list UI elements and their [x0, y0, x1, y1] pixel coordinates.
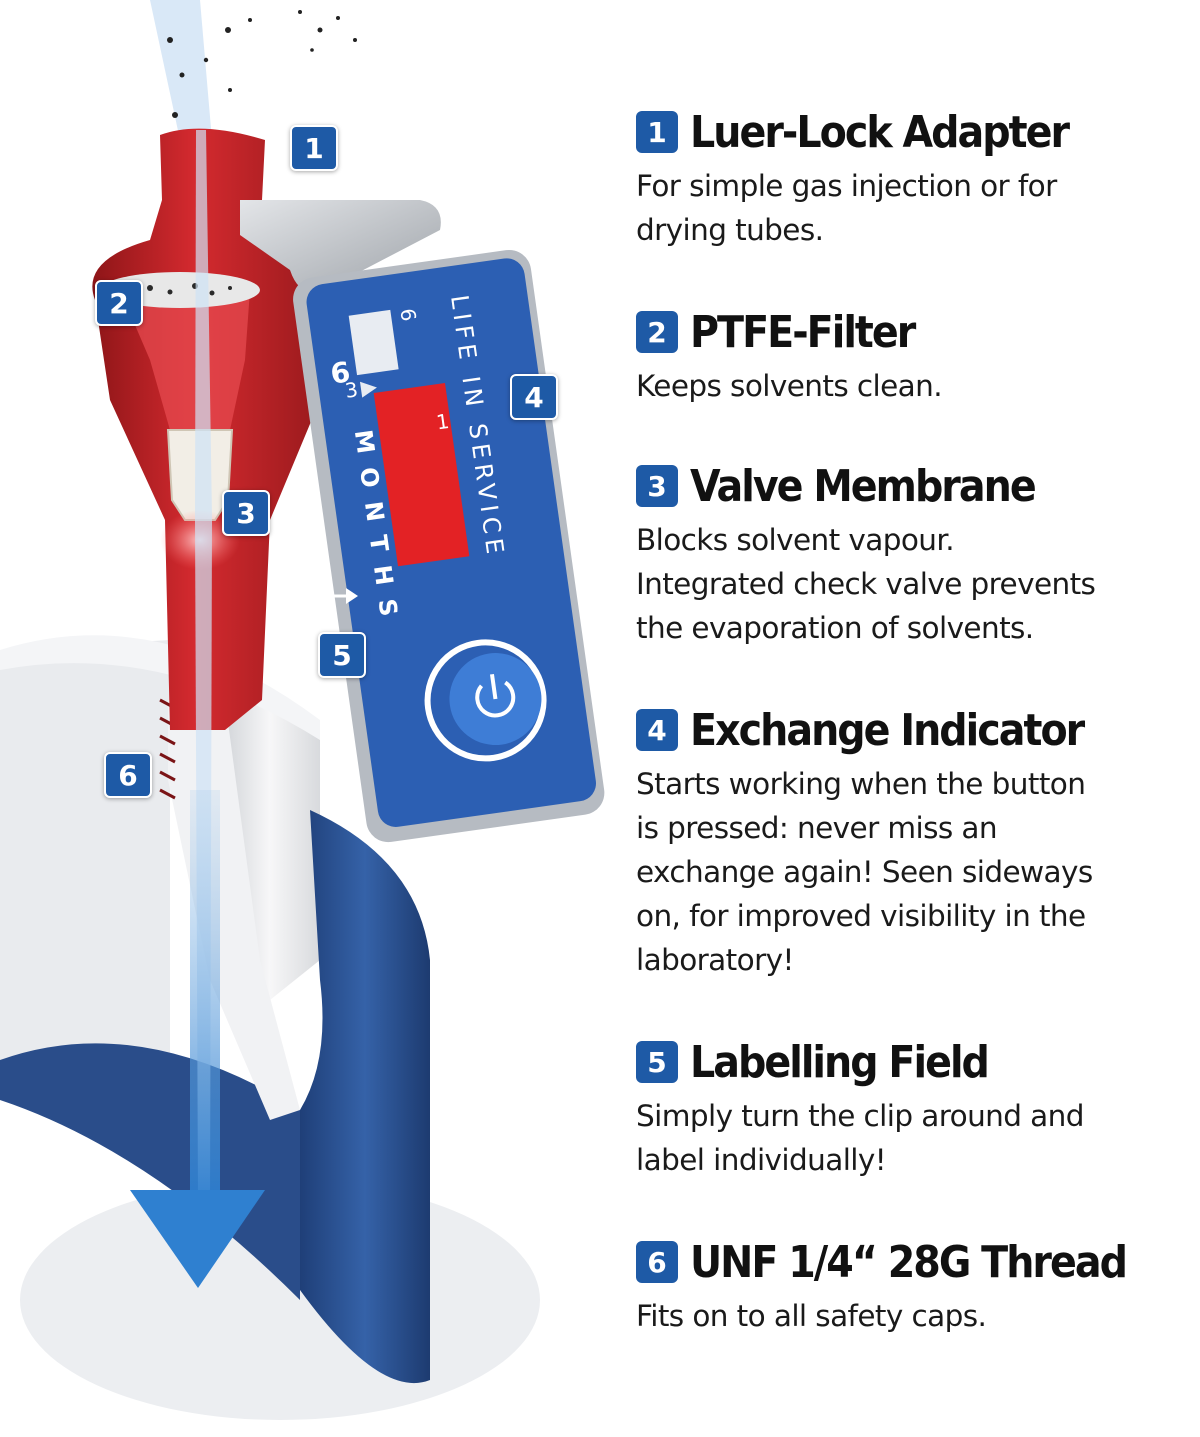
indicator-pointer	[359, 381, 377, 398]
number-badge: 4	[636, 709, 678, 751]
callout-5: 5	[318, 632, 366, 678]
indicator-scale-red	[373, 382, 470, 567]
feature-title: Labelling Field	[690, 1036, 990, 1088]
product-cutaway-illustration: 6 3 6 1 MONTHS LIFE IN SERVICE	[0, 0, 605, 1420]
indicator-scale-mid: 3	[343, 377, 359, 403]
feature-ptfe-filter: 2 PTFE-Filter Keeps solvents clean.	[636, 304, 1196, 408]
blue-cap-base	[0, 1043, 300, 1300]
feature-title: Luer-Lock Adapter	[690, 106, 1070, 158]
feature-description: Starts working when the button is presse…	[636, 767, 1093, 977]
turn-arrow-head	[346, 588, 358, 604]
feature-heading: 3 Valve Membrane	[636, 458, 1196, 514]
feature-heading: 1 Luer-Lock Adapter	[636, 104, 1196, 160]
cap-body-white	[0, 640, 170, 1100]
turn-arrow-icon	[312, 594, 350, 621]
feature-description: Keeps solvents clean.	[636, 369, 943, 403]
flow-arrow-head	[130, 1190, 265, 1288]
feature-labelling-field: 5 Labelling Field Simply turn the clip a…	[636, 1034, 1196, 1182]
number-badge: 1	[636, 111, 678, 153]
solvent-particles	[167, 10, 357, 118]
feature-description: For simple gas injection or for drying t…	[636, 169, 1057, 247]
feature-description: Blocks solvent vapour. Integrated check …	[636, 523, 1096, 645]
feature-heading: 6 UNF 1/4“ 28G Thread	[636, 1234, 1196, 1290]
red-filter-cavity	[120, 290, 250, 430]
number-badge: 6	[636, 1241, 678, 1283]
feature-description: Simply turn the clip around and label in…	[636, 1099, 1084, 1177]
feature-title: UNF 1/4“ 28G Thread	[690, 1236, 1128, 1288]
indicator-scale-low: 1	[435, 409, 451, 435]
callout-3: 3	[222, 490, 270, 536]
callout-2: 2	[95, 280, 143, 326]
callout-6: 6	[104, 752, 152, 798]
feature-heading: 5 Labelling Field	[636, 1034, 1196, 1090]
feature-legend: 1 Luer-Lock Adapter For simple gas injec…	[636, 0, 1196, 1437]
number-badge: 3	[636, 465, 678, 507]
feature-title: Valve Membrane	[690, 460, 1037, 512]
feature-exchange-indicator: 4 Exchange Indicator Starts working when…	[636, 702, 1196, 982]
power-icon	[475, 680, 516, 718]
blue-cap-ring	[300, 810, 430, 1384]
indicator-scale-white	[348, 309, 399, 376]
indicator-button-ring	[424, 639, 547, 762]
feature-description: Fits on to all safety caps.	[636, 1299, 987, 1333]
indicator-scale-top: 6	[395, 307, 421, 323]
indicator-months-big: 6	[328, 355, 352, 390]
flow-channel	[190, 790, 220, 1190]
indicator-clip-arm	[240, 200, 441, 293]
callout-4: 4	[510, 374, 558, 420]
cap-top-surface	[0, 635, 320, 740]
number-badge: 2	[636, 311, 678, 353]
feature-title: Exchange Indicator	[690, 704, 1085, 756]
feature-heading: 4 Exchange Indicator	[636, 702, 1196, 758]
power-icon-line	[489, 673, 498, 700]
feature-title: PTFE-Filter	[690, 306, 916, 358]
feature-heading: 2 PTFE-Filter	[636, 304, 1196, 360]
feature-valve-membrane: 3 Valve Membrane Blocks solvent vapour. …	[636, 458, 1196, 650]
feature-luer-lock: 1 Luer-Lock Adapter For simple gas injec…	[636, 104, 1196, 252]
callout-1: 1	[290, 125, 338, 171]
number-badge: 5	[636, 1041, 678, 1083]
feature-thread: 6 UNF 1/4“ 28G Thread Fits on to all saf…	[636, 1234, 1196, 1338]
